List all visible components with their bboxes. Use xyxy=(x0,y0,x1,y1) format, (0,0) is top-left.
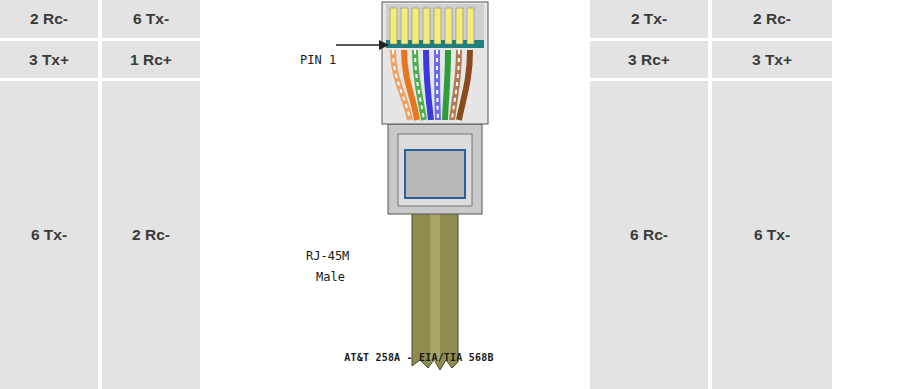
cable-stripe xyxy=(430,212,440,362)
pin1-arrowhead xyxy=(379,40,389,50)
table-cell: 3 Tx+ xyxy=(0,41,98,78)
table-cell: 3 Tx+ xyxy=(712,41,832,78)
pin-label: PIN 1 xyxy=(300,54,336,67)
table-cell: 2 Rc- xyxy=(0,0,98,38)
pin-housing xyxy=(386,4,484,44)
table-cell: 2 Rc- xyxy=(712,0,832,38)
pin1-leader xyxy=(336,44,382,46)
table-cell: 6 Tx- xyxy=(0,81,98,389)
cable xyxy=(412,212,458,370)
connector-type-label: RJ-45M xyxy=(306,250,349,263)
standard-label: AT&T 258A - EIA/TIA 568B xyxy=(344,352,493,363)
table-cell: 6 Tx- xyxy=(102,0,200,38)
table-cell: 3 Rc+ xyxy=(590,41,708,78)
plug-boot xyxy=(398,134,472,206)
table-cell: 6 Tx- xyxy=(712,81,832,389)
gender-label: Male xyxy=(316,271,345,284)
table-cell: 6 Rc- xyxy=(590,81,708,389)
pins xyxy=(390,8,474,44)
plug-housing xyxy=(382,2,488,124)
table-cell: 1 Rc+ xyxy=(102,41,200,78)
plug-latch xyxy=(405,150,465,198)
plug-lower-body xyxy=(388,124,482,214)
wires xyxy=(393,50,470,120)
table-cell: 2 Tx- xyxy=(590,0,708,38)
table-cell: 2 Rc- xyxy=(102,81,200,389)
